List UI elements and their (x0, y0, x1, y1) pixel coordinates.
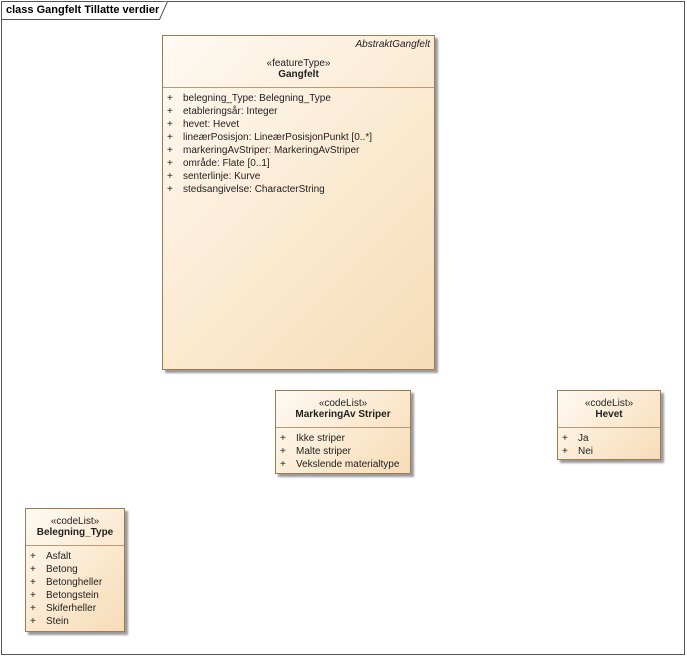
attribute-text: belegning_Type: Belegning_Type (183, 93, 331, 104)
abstract-supertype-label: AbstraktGangfelt (355, 39, 430, 50)
visibility-marker: + (167, 106, 173, 117)
attribute-text: Stein (46, 616, 69, 627)
attribute-row[interactable]: + etableringsår: Integer (163, 105, 434, 118)
class-gangfelt[interactable]: AbstraktGangfelt «featureType» Gangfelt … (162, 35, 435, 370)
visibility-marker: + (30, 590, 36, 601)
visibility-marker: + (30, 603, 36, 614)
stereotype-label: «codeList» (50, 516, 100, 527)
attribute-list: + Ikke striper + Malte striper + Vekslende ma… (276, 428, 410, 471)
attribute-text: Malte striper (296, 446, 352, 457)
attribute-row[interactable]: + Betongstein (26, 589, 124, 602)
visibility-marker: + (30, 551, 36, 562)
attribute-text: Vekslende materialtype (296, 459, 400, 470)
visibility-marker: + (30, 616, 36, 627)
attribute-list: + Ja + Nei (558, 428, 660, 458)
class-header: «featureType» Gangfelt (163, 36, 434, 88)
attribute-text: Betongstein (46, 590, 99, 601)
class-name: Belegning_Type (36, 527, 114, 538)
attribute-row[interactable]: + belegning_Type: Belegning_Type (163, 92, 434, 105)
class-name: Hevet (595, 409, 623, 420)
attribute-text: Nei (578, 446, 594, 457)
attribute-row[interactable]: + Stein (26, 615, 124, 628)
attribute-text: senterlinje: Kurve (183, 171, 261, 182)
attribute-row[interactable]: + hevet: Hevet (163, 118, 434, 131)
class-belegning-type[interactable]: «codeList» Belegning_Type + Asfalt + Betong… (25, 508, 125, 632)
attribute-row[interactable]: + Ja (558, 432, 660, 445)
visibility-marker: + (167, 171, 173, 182)
class-header: «codeList» Belegning_Type (26, 509, 124, 546)
attribute-row[interactable]: + Skiferheller (26, 602, 124, 615)
attribute-text: etableringsår: Integer (183, 106, 278, 117)
frame-title: class Gangfelt Tillatte verdier (6, 4, 160, 16)
visibility-marker: + (167, 158, 173, 169)
class-header: «codeList» Hevet (558, 391, 660, 428)
visibility-marker: + (562, 446, 568, 457)
attribute-text: Ikke striper (296, 433, 345, 444)
attribute-row[interactable]: + Vekslende materialtype (276, 458, 410, 471)
class-markering-av-striper[interactable]: «codeList» MarkeringAv Striper + Ikke str… (275, 390, 411, 474)
attribute-list: +Asfalt+Betong+Betongheller+Betongstein+… (26, 546, 124, 628)
class-name: Gangfelt (278, 69, 319, 80)
visibility-marker: + (30, 577, 36, 588)
attribute-list: + belegning_Type: Belegning_Type + etableri… (163, 88, 434, 196)
class-header: «codeList» MarkeringAv Striper (276, 391, 410, 428)
attribute-text: område: Flate [0..1] (183, 158, 270, 169)
attribute-row[interactable]: + lineærPosisjon: LineærPosisjonPunkt [0.… (163, 131, 434, 144)
attribute-row[interactable]: + område: Flate [0..1] (163, 157, 434, 170)
visibility-marker: + (167, 132, 173, 143)
class-hevet[interactable]: «codeList» Hevet + Ja + Nei (557, 390, 661, 460)
attribute-text: Ja (578, 433, 589, 444)
attribute-row[interactable]: + Asfalt (26, 550, 124, 563)
attribute-row[interactable]: + Betong (26, 563, 124, 576)
visibility-marker: + (562, 433, 568, 444)
visibility-marker: + (167, 145, 173, 156)
visibility-marker: + (167, 184, 173, 195)
attribute-row[interactable]: + Nei (558, 445, 660, 458)
attribute-text: Betongheller (46, 577, 103, 588)
class-name: MarkeringAv Striper (295, 409, 391, 420)
frame-tab-shape (1, 1, 168, 20)
stereotype-label: «featureType» (266, 58, 331, 69)
attribute-text: stedsangivelse: CharacterString (183, 184, 325, 195)
visibility-marker: + (280, 459, 286, 470)
attribute-row[interactable]: + markeringAvStriper: MarkeringAvStriper (163, 144, 434, 157)
attribute-text: Asfalt (46, 551, 72, 562)
frame-tab: class Gangfelt Tillatte verdier (1, 1, 168, 20)
attribute-text: lineærPosisjon: LineærPosisjonPunkt [0..… (183, 132, 372, 143)
attribute-row[interactable]: + senterlinje: Kurve (163, 170, 434, 183)
attribute-row[interactable]: + Malte striper (276, 445, 410, 458)
attribute-row[interactable]: + stedsangivelse: CharacterString (163, 183, 434, 196)
attribute-text: markeringAvStriper: MarkeringAvStriper (183, 145, 360, 156)
stereotype-label: «codeList» (318, 398, 368, 409)
visibility-marker: + (280, 446, 286, 457)
visibility-marker: + (167, 93, 173, 104)
visibility-marker: + (280, 433, 286, 444)
attribute-text: hevet: Hevet (183, 119, 240, 130)
visibility-marker: + (167, 119, 173, 130)
attribute-row[interactable]: + Betongheller (26, 576, 124, 589)
attribute-row[interactable]: + Ikke striper (276, 432, 410, 445)
visibility-marker: + (30, 564, 36, 575)
attribute-text: Betong (46, 564, 78, 575)
stereotype-label: «codeList» (584, 398, 634, 409)
attribute-text: Skiferheller (46, 603, 97, 614)
